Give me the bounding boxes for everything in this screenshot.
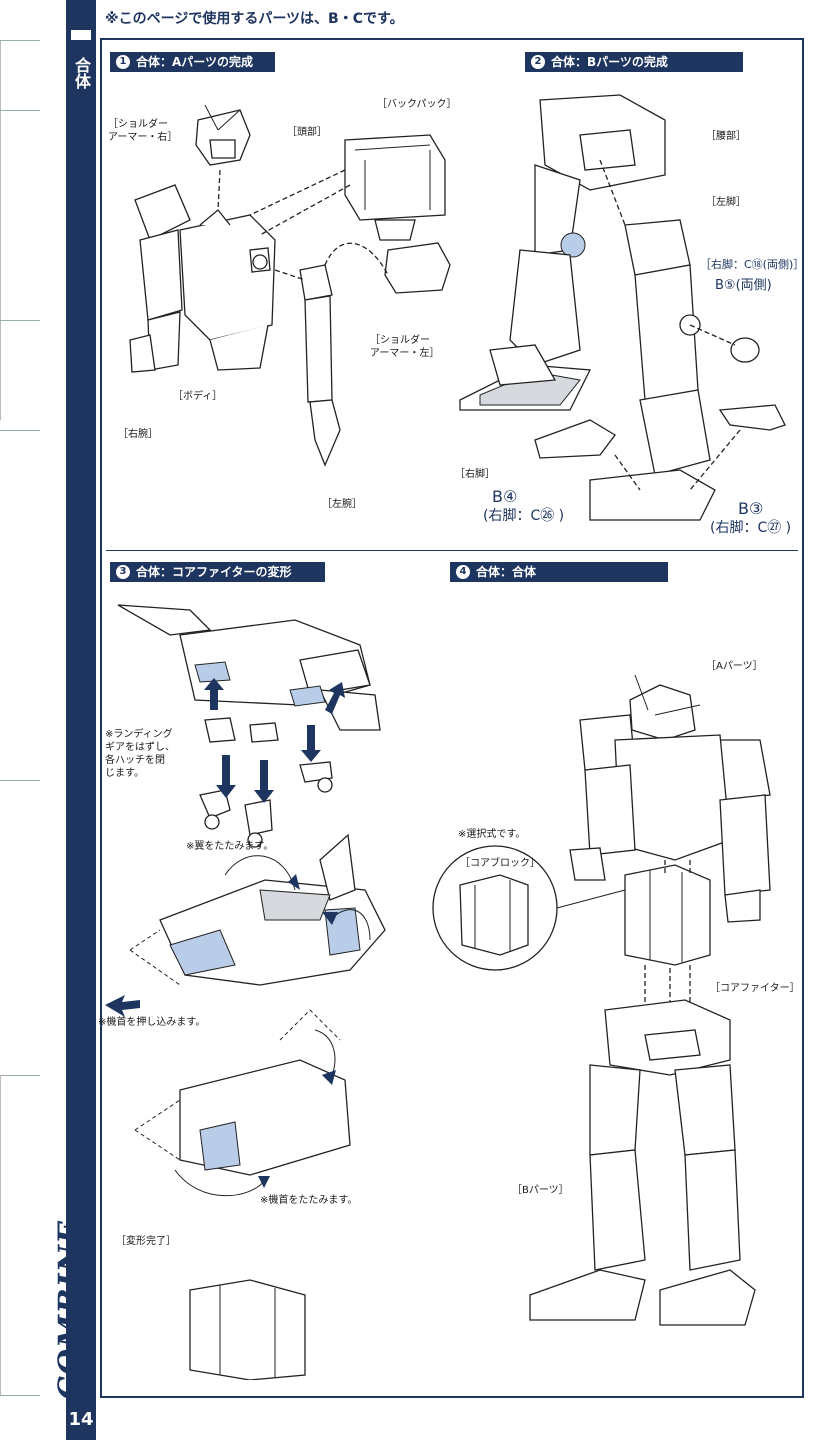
left-margin-divider — [0, 1395, 40, 1396]
label-transform-complete: ［変形完了］ — [116, 1236, 176, 1247]
b-parts-figure — [529, 999, 756, 1326]
left-margin-rule — [0, 1075, 1, 1395]
step-3-title: 合体：コアファイターの変形 — [136, 565, 292, 579]
label-b-parts: ［Bパーツ］ — [512, 1185, 569, 1196]
left-arm-part — [299, 264, 341, 467]
head-part — [195, 104, 251, 166]
left-shoulder-part — [384, 242, 451, 294]
core-block-complete — [189, 1279, 306, 1380]
label-left-arm: ［左腕］ — [322, 499, 362, 510]
left-margin-divider — [0, 780, 40, 781]
step-3-number: 3 — [116, 565, 130, 579]
label-head: ［頭部］ — [287, 127, 327, 138]
label-core-block: ［コアブロック］ — [460, 858, 540, 869]
sidebar-marker — [71, 30, 91, 40]
step-2-number: 2 — [531, 55, 545, 69]
step-1-header: 1 合体：Aパーツの完成 — [110, 52, 275, 72]
step-3-header: 3 合体：コアファイターの変形 — [110, 562, 325, 582]
step-1-number: 1 — [116, 55, 130, 69]
label-waist: ［腰部］ — [706, 131, 746, 142]
left-margin-divider — [0, 1075, 40, 1076]
left-margin-divider — [0, 40, 40, 41]
right-arm-part — [129, 184, 191, 373]
label-shoulder-left: ［ショルダー アーマー・左］ — [370, 335, 440, 359]
note-landing-gear: ※ランディング ギアをはずし、 各ハッチを閉 じます。 — [105, 729, 175, 779]
step-1-title: 合体：Aパーツの完成 — [136, 55, 254, 69]
note-optional: ※選択式です。 — [458, 829, 526, 840]
part-b5 — [730, 337, 760, 363]
label-shoulder-right: ［ショルダー アーマー・右］ — [108, 119, 178, 143]
left-margin-divider — [0, 110, 40, 111]
sidebar-band — [66, 0, 96, 1440]
part-b3 — [718, 404, 786, 431]
parts-notice: ※このページで使用するパーツは、B・Cです。 — [105, 11, 404, 27]
label-backpack: ［バックパック］ — [377, 99, 457, 110]
step-2-title: 合体：Bパーツの完成 — [551, 55, 668, 69]
page-number: 14 — [68, 1409, 94, 1430]
step-4-illustration — [432, 674, 771, 1326]
left-margin-divider — [0, 430, 40, 431]
note-fold-nose: ※機首をたたみます。 — [260, 1195, 358, 1206]
core-fighter-wings — [129, 833, 386, 986]
label-core-fighter: ［コアファイター］ — [710, 983, 800, 994]
step-divider — [106, 550, 798, 551]
content-frame — [100, 38, 804, 1398]
part-b4 — [534, 419, 616, 459]
left-margin-rule — [0, 40, 1, 420]
label-part-b3: B③ — [738, 499, 764, 518]
step-4-header: 4 合体：合体 — [450, 562, 668, 582]
label-left-leg: ［左脚］ — [706, 197, 746, 208]
core-fighter-open — [117, 604, 381, 743]
landing-gears — [199, 761, 333, 848]
label-part-b3-sub: (右脚：C㉗ ) — [710, 520, 792, 536]
label-part-c18: ［右脚：C⑱(両側)］ — [700, 258, 805, 271]
note-fold-wings: ※翼をたたみます。 — [186, 841, 274, 852]
label-part-b5: B⑤(両側) — [715, 278, 772, 293]
waist-part — [539, 94, 666, 191]
step-4-title: 合体：合体 — [476, 565, 537, 579]
a-parts-figure — [569, 674, 771, 923]
left-leg-part — [589, 219, 716, 521]
section-word: COMBINE — [52, 1220, 88, 1400]
label-part-b4: B④ — [492, 487, 518, 506]
right-leg-part — [459, 164, 592, 411]
step-2-header: 2 合体：Bパーツの完成 — [525, 52, 743, 72]
label-part-b4-sub: (右脚：C㉖ ) — [483, 508, 565, 524]
label-body: ［ボディ］ — [173, 391, 223, 402]
backpack-part — [344, 134, 446, 241]
body-part — [179, 209, 276, 371]
step-2-illustration — [459, 94, 786, 521]
core-fighter-block — [624, 864, 711, 966]
label-a-parts: ［Aパーツ］ — [706, 661, 763, 672]
step-3-illustration — [105, 604, 386, 1380]
label-right-leg: ［右脚］ — [455, 469, 495, 480]
left-margin-divider — [0, 320, 40, 321]
section-tag: 合体 — [72, 57, 91, 89]
step-4-number: 4 — [456, 565, 470, 579]
note-push-nose: ※機首を押し込みます。 — [98, 1017, 206, 1028]
core-fighter-nose — [134, 1009, 351, 1176]
step-1-illustration — [129, 104, 451, 467]
label-right-arm: ［右腕］ — [118, 429, 158, 440]
